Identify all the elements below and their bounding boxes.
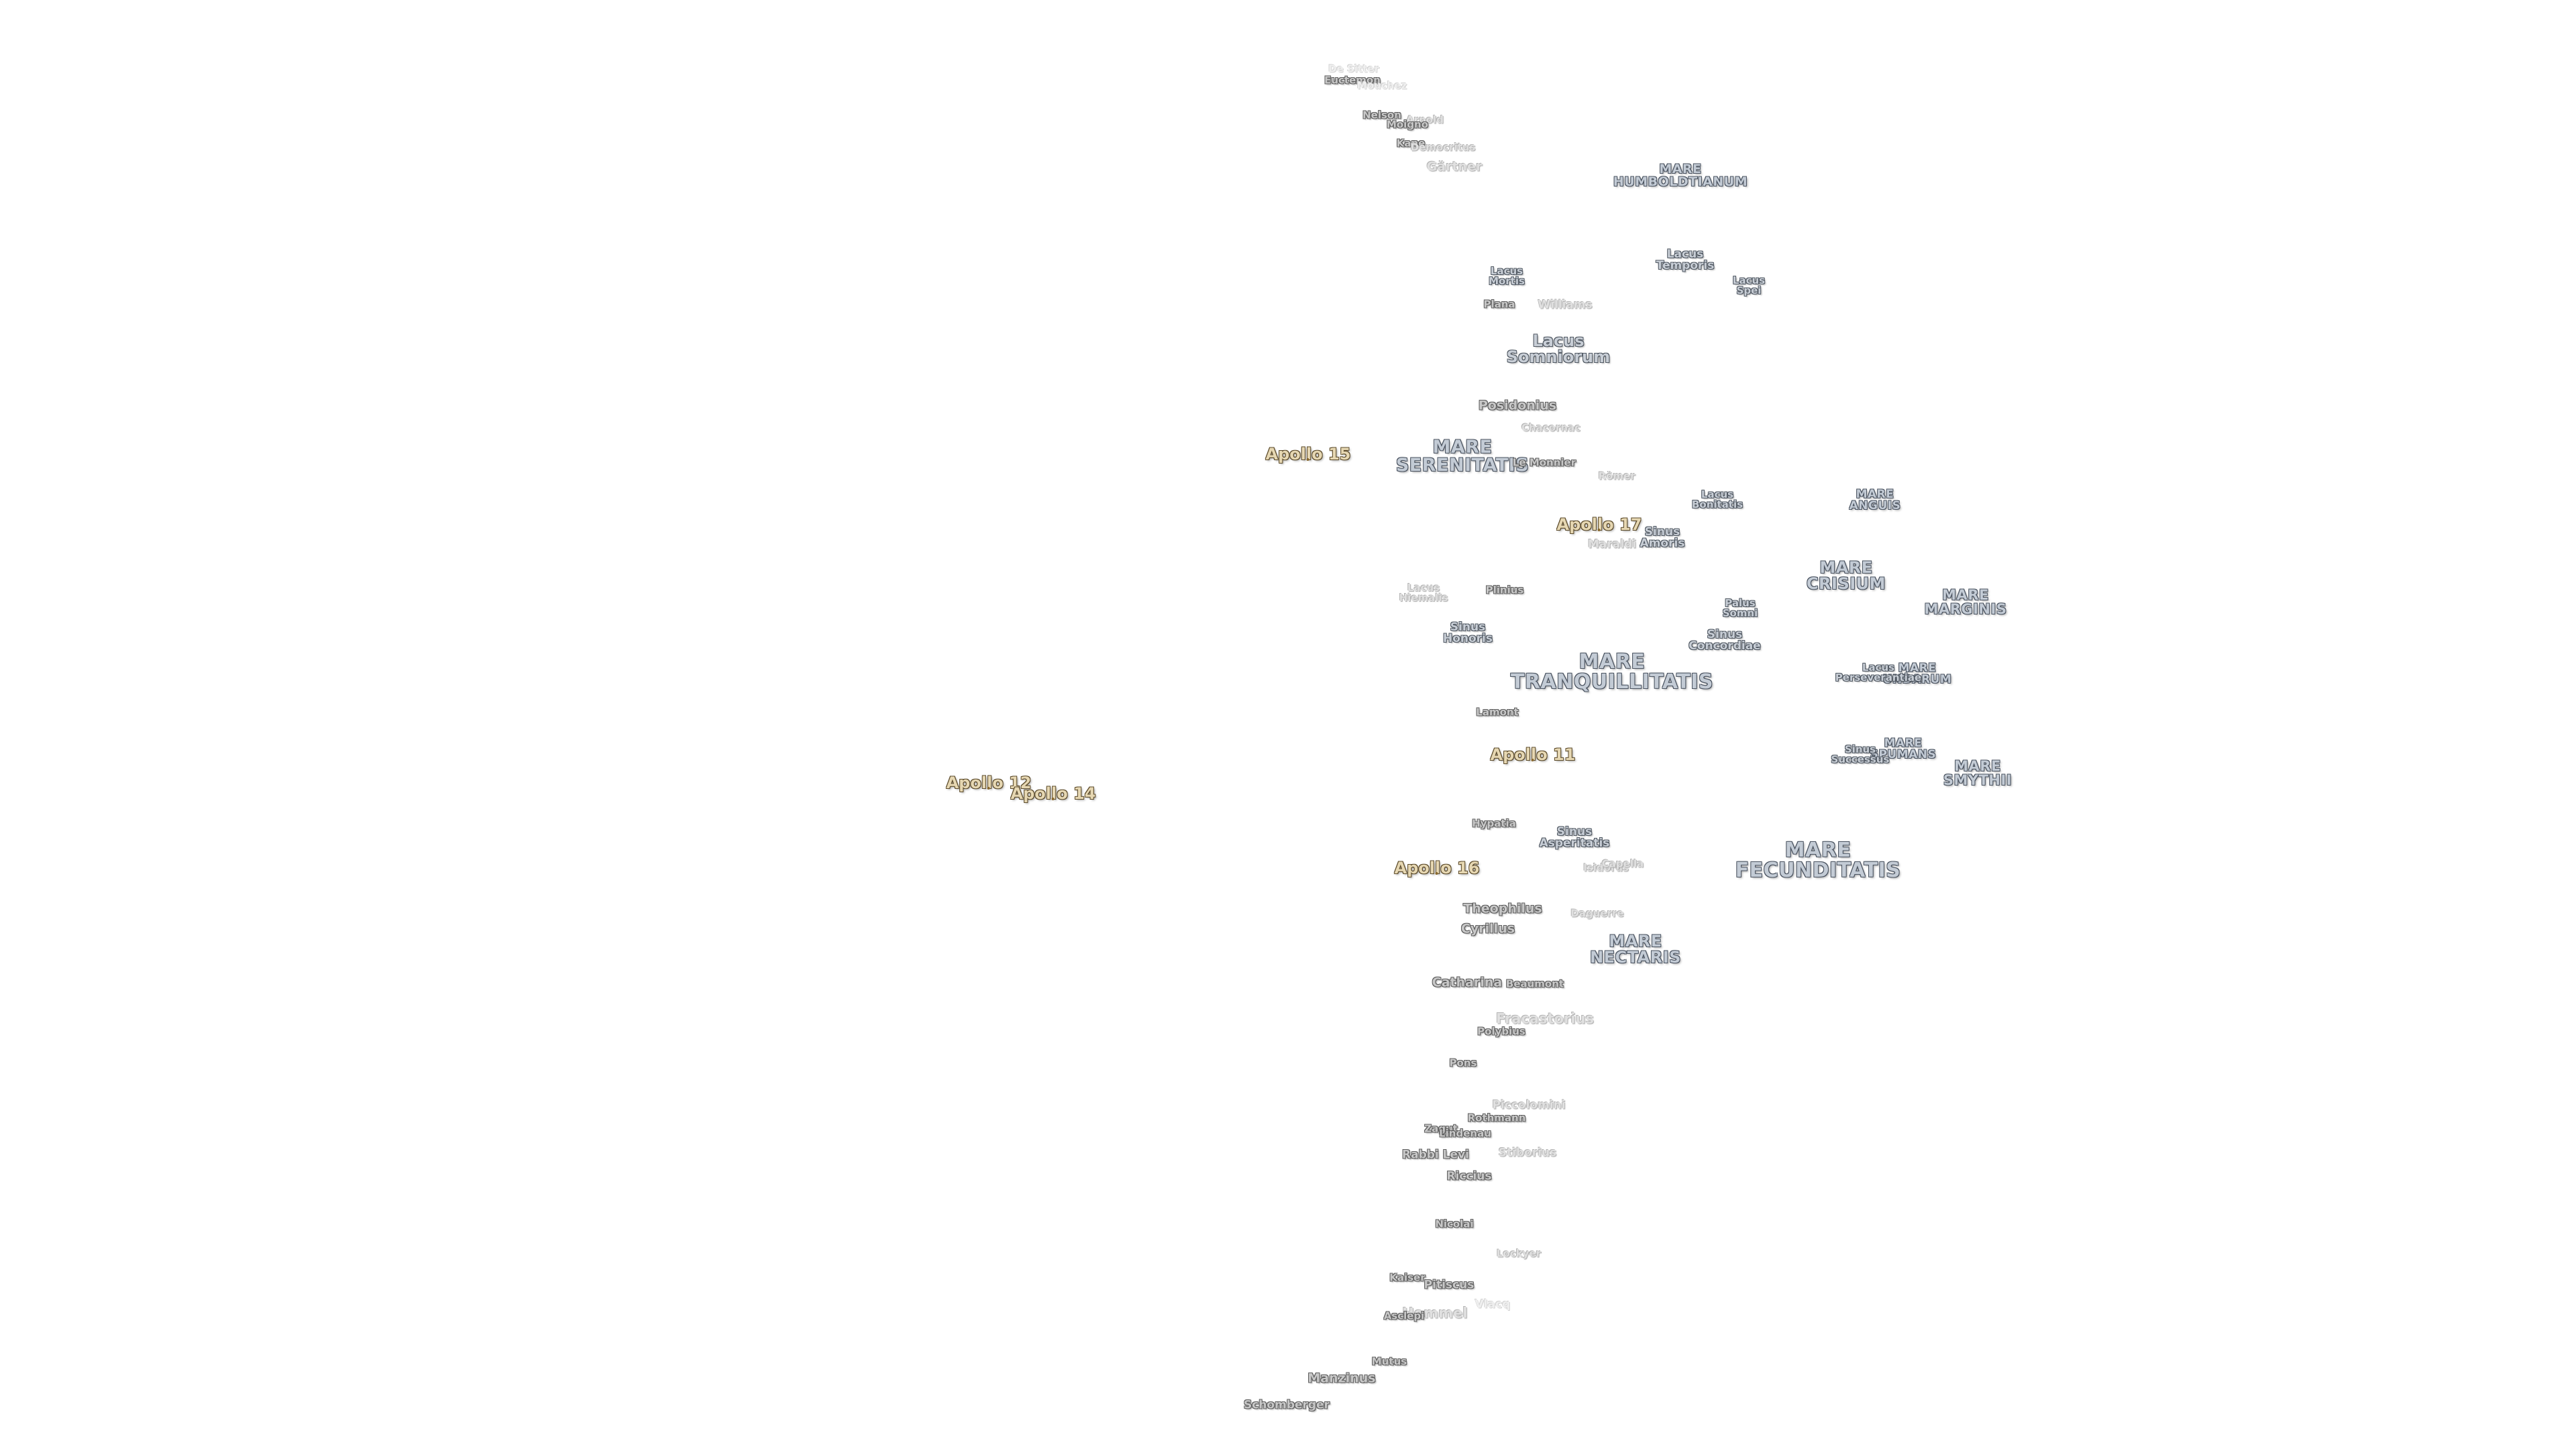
mare-tranquillitatis-label: MARE TRANQUILLITATIS	[1510, 650, 1714, 694]
crater-hypatia-label: Hypatia	[1472, 817, 1516, 830]
lacus-perseverantiae-label: Lacus Perseverantiae	[1835, 661, 1922, 684]
sinus-amoris-label: Sinus Amoris	[1640, 525, 1685, 550]
crater-rabbi-levi-label: Rabbi Levi	[1402, 1148, 1469, 1162]
sinus-honoris-label: Sinus Honoris	[1442, 621, 1493, 645]
crater-lamont-label: Lamont	[1476, 706, 1519, 718]
crater-catharina-label: Catharina	[1432, 975, 1503, 990]
mare-fecunditatis-label: MARE FECUNDITATIS	[1735, 839, 1901, 882]
crater-cyrillus-label: Cyrillus	[1460, 921, 1515, 936]
crater-schomberger-label: Schomberger	[1244, 1398, 1330, 1412]
mare-humboldtianum-label: MARE HUMBOLDTIANUM	[1613, 162, 1748, 189]
crater-mutus-label: Mutus	[1371, 1355, 1407, 1368]
apollo-12-site-label[interactable]: Apollo 12	[946, 773, 1032, 792]
crater-isidorus-label: Isidorus	[1583, 861, 1629, 874]
crater-capella-label: Capella	[1601, 857, 1644, 870]
mare-crisium-label: MARE CRISIUM	[1806, 558, 1886, 593]
sinus-successus-label: Sinus Successus	[1831, 743, 1890, 765]
crater-beaumont-label: Beaumont	[1505, 977, 1564, 990]
crater-euctemon-label: Euctemon	[1324, 74, 1381, 87]
crater-manzinus-label: Manzinus	[1307, 1371, 1376, 1386]
crater-kane-label: Kane	[1396, 137, 1426, 150]
lacus-somniorum-label: Lacus Somniorum	[1506, 331, 1611, 366]
crater-plana-label: Plana	[1483, 298, 1515, 311]
mare-serenitatis-label: MARE SERENITATIS	[1395, 437, 1529, 476]
crater-pons-label: Pons	[1449, 1057, 1477, 1069]
mare-marginis-label: MARE MARGINIS	[1924, 587, 2007, 617]
apollo-11-site-label[interactable]: Apollo 11	[1490, 745, 1576, 764]
crater-moigno-label: Moigno	[1386, 118, 1429, 131]
crater-piccolomini-label: Piccolomini	[1492, 1098, 1566, 1112]
crater-asclepi-label: Asclepi	[1383, 1309, 1425, 1322]
crater-rothmann-label: Rothmann	[1467, 1112, 1526, 1124]
apollo-17-site-label[interactable]: Apollo 17	[1556, 515, 1642, 534]
mare-undarum-label: MARE UNDARUM	[1882, 661, 1952, 686]
crater-zagut-label: Zagut	[1424, 1122, 1458, 1135]
crater-vlacq-label: Vlacq	[1474, 1297, 1511, 1311]
crater-polybius-label: Polybius	[1477, 1025, 1525, 1038]
apollo-16-site-label[interactable]: Apollo 16	[1394, 859, 1480, 877]
crater-lindenau-label: Lindenau	[1439, 1127, 1491, 1140]
crater-chacornac-label: Chacornac	[1521, 421, 1581, 434]
crater-lockyer-label: Lockyer	[1496, 1247, 1542, 1260]
crater-romer-label: Römer	[1598, 470, 1635, 482]
crater-kaiser-label: Kaiser	[1389, 1271, 1426, 1284]
crater-riccius-label: Riccius	[1446, 1169, 1492, 1183]
crater-hommel-label: Hommel	[1402, 1305, 1468, 1322]
lacus-hiemalis-label: Lacus Hiemalis	[1399, 582, 1448, 604]
mare-nectaris-label: MARE NECTARIS	[1590, 932, 1681, 967]
crater-nelson-label: Nelson	[1362, 109, 1401, 121]
crater-nicolai-label: Nicolai	[1435, 1218, 1474, 1230]
lacus-spei-label: Lacus Spei	[1732, 274, 1766, 297]
crater-fracastorius-label: Fracastorius	[1495, 1010, 1595, 1027]
mare-smythii-label: MARE SMYTHII	[1943, 758, 2012, 788]
crater-gartner-label: Gärtner	[1426, 159, 1483, 174]
crater-stiborius-label: Stiborius	[1498, 1146, 1557, 1160]
apollo-15-site-label[interactable]: Apollo 15	[1265, 445, 1351, 464]
crater-theophilus-label: Theophilus	[1463, 901, 1542, 916]
crater-posidonius-label: Posidonius	[1478, 398, 1557, 413]
crater-maraldi-label: Maraldi	[1587, 537, 1637, 551]
crater-mouchez-label: Mouchez	[1356, 79, 1407, 92]
lacus-bonitatis-label: Lacus Bonitatis	[1691, 488, 1743, 511]
crater-williams-label: Williams	[1538, 298, 1593, 312]
sinus-concordiae-label: Sinus Concordiae	[1688, 628, 1761, 653]
mare-anguis-label: MARE ANGUIS	[1849, 488, 1901, 513]
palus-somni-label: Palus Somni	[1722, 597, 1758, 619]
crater-daguerre-label: Daguerre	[1570, 907, 1624, 920]
crater-arnold-label: Arnold	[1406, 113, 1444, 126]
crater-pitiscus-label: Pitiscus	[1424, 1278, 1474, 1292]
mare-spumans-label: MARE SPUMANS	[1870, 737, 1937, 761]
apollo-14-site-label[interactable]: Apollo 14	[1010, 784, 1096, 803]
sinus-asperitatis-label: Sinus Asperitatis	[1539, 825, 1610, 850]
crater-le-monnier-label: Le Monnier	[1512, 456, 1576, 469]
crater-de-sitter-label: De Sitter	[1328, 62, 1379, 75]
crater-democritus-label: Democritus	[1410, 141, 1476, 154]
lacus-mortis-label: Lacus Mortis	[1489, 265, 1525, 287]
lacus-temporis-label: Lacus Temporis	[1656, 248, 1715, 272]
crater-plinius-label: Plinius	[1485, 584, 1524, 596]
